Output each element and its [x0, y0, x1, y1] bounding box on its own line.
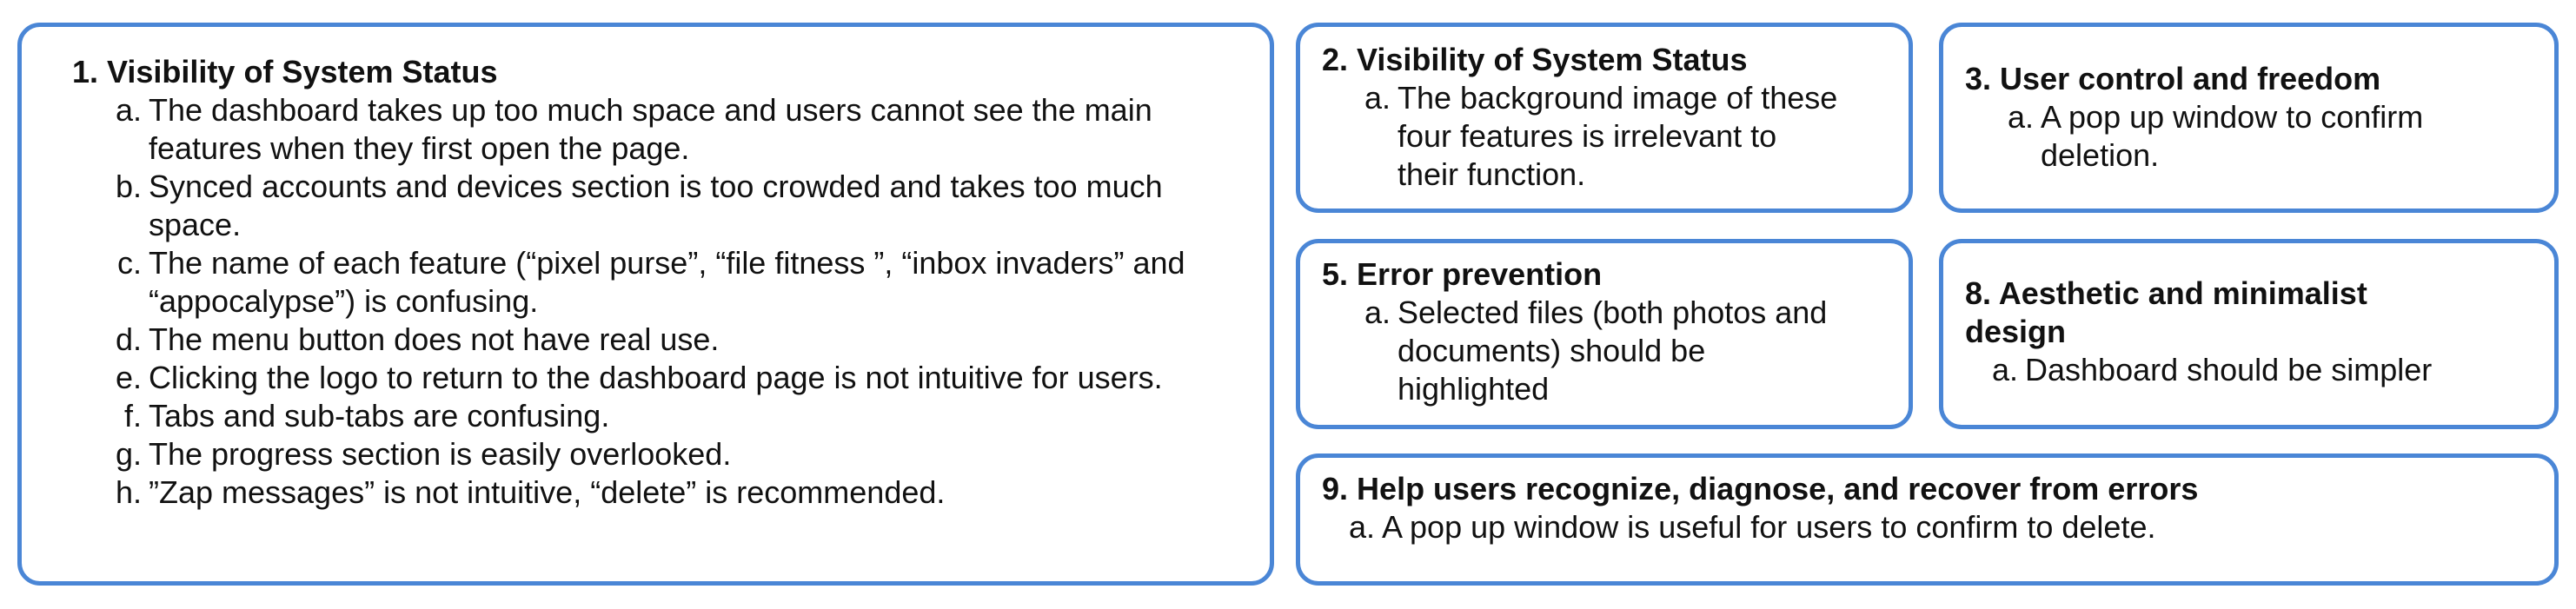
card-title-text: Visibility of System Status: [1357, 42, 1748, 77]
card-number: 3.: [1965, 61, 1992, 96]
list-item-text: Clicking the logo to return to the dashb…: [149, 360, 1163, 395]
list-marker: e: [107, 359, 142, 397]
card-title: 3. User control and freedom: [1965, 60, 2380, 98]
list-item-text: The menu button does not have real use.: [149, 321, 720, 357]
list-item: fTabs and sub-tabs are confusing.: [107, 397, 1237, 435]
card-title-text: Visibility of System Status: [107, 54, 498, 89]
list-item: h”Zap messages” is not intuitive, “delet…: [107, 473, 1237, 512]
issue-list: aA pop up window to confirm deletion.: [1999, 98, 2486, 175]
list-marker: h: [107, 473, 142, 512]
list-item: aDashboard should be simpler: [1983, 351, 2539, 389]
list-item: bSynced accounts and devices section is …: [107, 168, 1237, 244]
list-item: aThe dashboard takes up too much space a…: [107, 91, 1237, 168]
card-title: 2. Visibility of System Status: [1322, 41, 1748, 79]
list-marker: a: [1983, 351, 2018, 389]
heuristic-card-9: 9. Help users recognize, diagnose, and r…: [1296, 453, 2559, 586]
list-marker: a: [1356, 294, 1391, 332]
list-marker: a: [1340, 508, 1375, 546]
list-marker: g: [107, 435, 142, 473]
heuristic-card-5: 5. Error prevention aSelected files (bot…: [1296, 239, 1913, 429]
list-item: aThe background image of these four feat…: [1356, 79, 1842, 194]
card-title: 9. Help users recognize, diagnose, and r…: [1322, 470, 2198, 508]
list-item: gThe progress section is easily overlook…: [107, 435, 1237, 473]
heuristic-card-2: 2. Visibility of System Status aThe back…: [1296, 23, 1913, 213]
list-item: eClicking the logo to return to the dash…: [107, 359, 1237, 397]
list-item-text: ”Zap messages” is not intuitive, “delete…: [149, 474, 946, 510]
list-item: aA pop up window is useful for users to …: [1340, 508, 2470, 546]
list-item-text: Selected files (both photos and document…: [1398, 295, 1828, 407]
list-marker: c: [107, 244, 142, 282]
card-title: 1. Visibility of System Status: [72, 53, 498, 91]
list-marker: a: [1999, 98, 2034, 136]
list-item-text: A pop up window to confirm deletion.: [2041, 99, 2424, 173]
list-marker: a: [1356, 79, 1391, 117]
list-item: dThe menu button does not have real use.: [107, 321, 1237, 359]
heuristic-card-1: 1. Visibility of System Status aThe dash…: [17, 23, 1274, 586]
issue-list: aThe background image of these four feat…: [1356, 79, 1842, 194]
issue-list: aThe dashboard takes up too much space a…: [107, 91, 1237, 512]
list-item-text: Synced accounts and devices section is t…: [149, 169, 1163, 242]
list-marker: b: [107, 168, 142, 206]
list-item-text: The background image of these four featu…: [1398, 80, 1838, 192]
card-number: 2.: [1322, 42, 1349, 77]
list-item-text: The dashboard takes up too much space an…: [149, 92, 1152, 166]
list-marker: a: [107, 91, 142, 129]
list-item-text: Tabs and sub-tabs are confusing.: [149, 398, 610, 434]
card-number: 9.: [1322, 471, 1349, 506]
heuristic-card-8: 8. Aesthetic and minimalist design aDash…: [1939, 239, 2559, 429]
card-number: 1.: [72, 54, 99, 89]
issue-list: aDashboard should be simpler: [1983, 351, 2539, 389]
card-title: 5. Error prevention: [1322, 255, 1602, 294]
card-number: 8.: [1965, 275, 1992, 311]
card-title-text: Error prevention: [1357, 256, 1603, 292]
card-title: 8. Aesthetic and minimalist design: [1965, 275, 2452, 351]
card-title-text: Help users recognize, diagnose, and reco…: [1357, 471, 2199, 506]
list-item: aA pop up window to confirm deletion.: [1999, 98, 2486, 175]
list-item: aSelected files (both photos and documen…: [1356, 294, 1842, 408]
list-marker: d: [107, 321, 142, 359]
issue-list: aSelected files (both photos and documen…: [1356, 294, 1842, 408]
issue-list: aA pop up window is useful for users to …: [1340, 508, 2470, 546]
list-item: cThe name of each feature (“pixel purse”…: [107, 244, 1237, 321]
card-title-text: User control and freedom: [2000, 61, 2381, 96]
list-item-text: The name of each feature (“pixel purse”,…: [149, 245, 1185, 319]
list-marker: f: [107, 397, 142, 435]
card-number: 5.: [1322, 256, 1349, 292]
list-item-text: Dashboard should be simpler: [2025, 352, 2433, 387]
card-title-text: Aesthetic and minimalist design: [1965, 275, 2367, 349]
list-item-text: The progress section is easily overlooke…: [149, 436, 732, 472]
list-item-text: A pop up window is useful for users to c…: [1382, 509, 2156, 545]
heuristic-card-3: 3. User control and freedom aA pop up wi…: [1939, 23, 2559, 213]
